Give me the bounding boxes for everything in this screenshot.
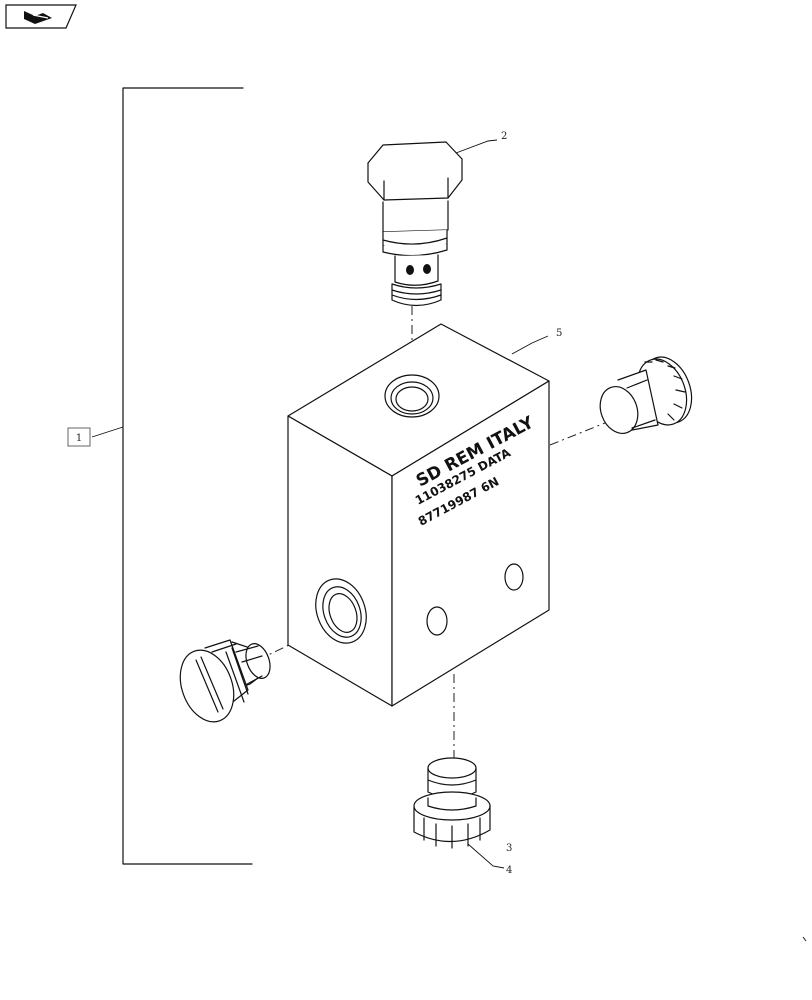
plug-right <box>599 356 693 434</box>
back-arrow-icon <box>24 11 52 24</box>
back-arrow-button[interactable] <box>5 4 77 29</box>
mounting-hole <box>426 606 448 636</box>
callout-item-5[interactable]: 5 <box>511 328 562 355</box>
top-port <box>384 374 440 418</box>
callout-item-2[interactable]: 2 <box>455 131 507 154</box>
valve-block: SD REM ITALY 11038275 DATA 87719987 6N <box>287 323 550 707</box>
corner-mark <box>802 936 807 942</box>
side-port <box>315 578 367 644</box>
assembly-bracket <box>91 87 253 865</box>
callout-label-2: 2 <box>501 131 507 142</box>
callout-item-1[interactable]: 1 <box>67 427 91 447</box>
callout-label-4: 4 <box>506 865 512 876</box>
cartridge-valve <box>367 141 463 307</box>
mounting-hole <box>504 563 524 591</box>
callout-label-5: 5 <box>556 328 562 339</box>
plug-bottom <box>413 757 491 849</box>
callout-label-1: 1 <box>76 433 82 444</box>
plug-left <box>179 639 271 723</box>
callout-item-3-4[interactable]: 3 4 <box>467 843 512 876</box>
callout-label-3: 3 <box>506 843 512 854</box>
